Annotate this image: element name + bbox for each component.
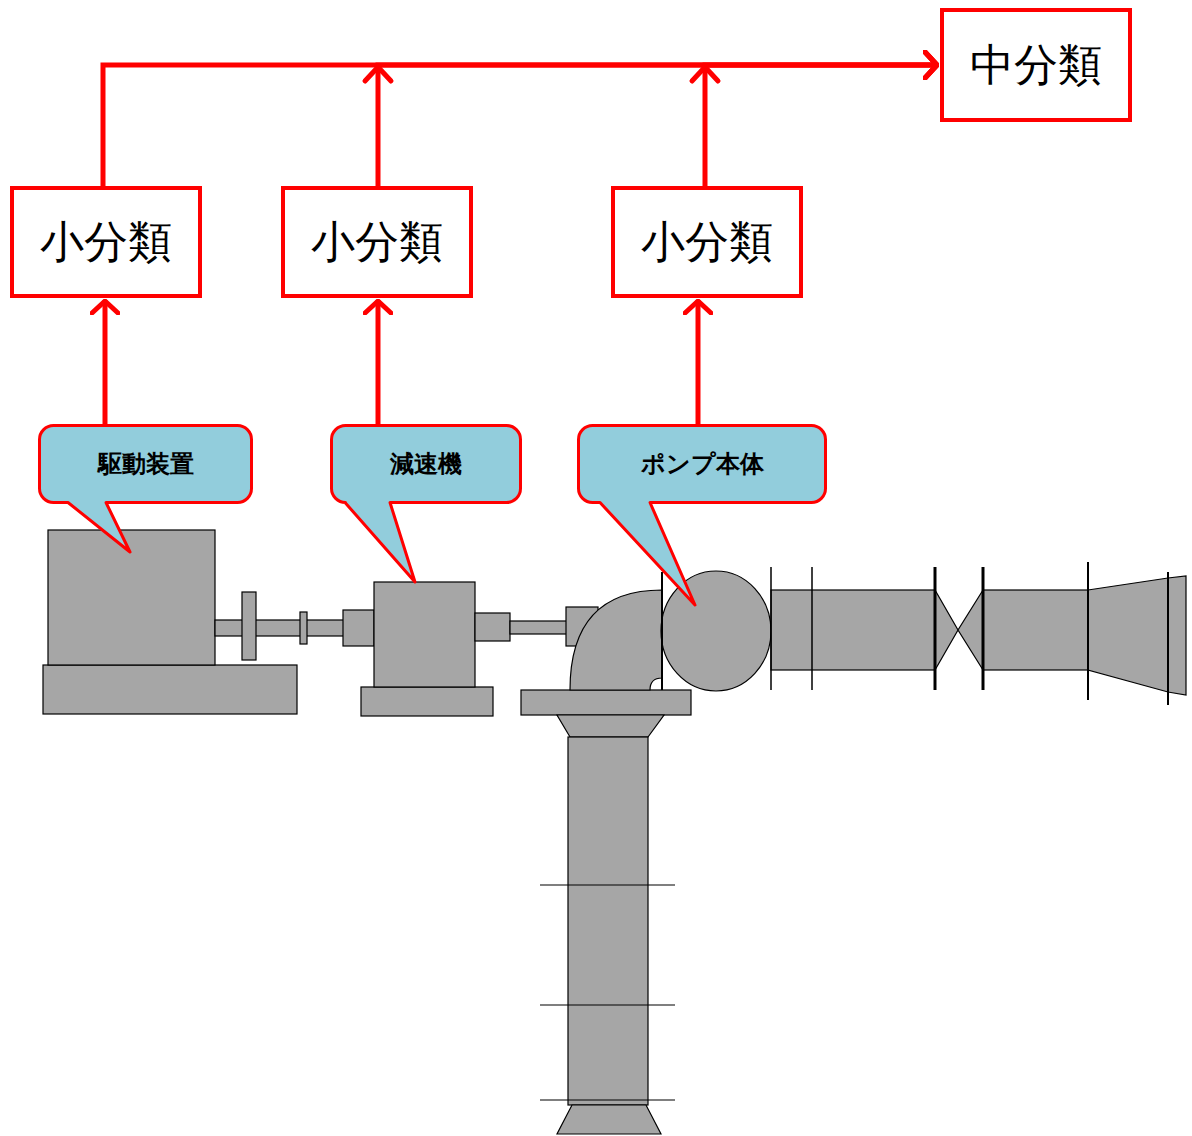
discharge-pipe	[771, 590, 935, 670]
connector-arrow	[705, 65, 938, 186]
coupling-flange	[242, 592, 256, 660]
flange-line	[540, 884, 675, 885]
small-category-box: 小分類	[281, 186, 473, 298]
category-label: 小分類	[311, 217, 443, 268]
connector-arrow	[103, 65, 938, 186]
callout-shape	[40, 426, 252, 553]
shaft	[215, 620, 345, 636]
flange-line	[811, 567, 813, 690]
pump-drawing	[43, 530, 1186, 1134]
small-category-box: 小分類	[611, 186, 803, 298]
part-callout: 駆動装置	[38, 424, 253, 504]
column-taper	[557, 715, 664, 737]
reducer-body	[374, 582, 475, 687]
part-name: ポンプ本体	[641, 450, 764, 479]
shaft	[510, 621, 567, 634]
reducer-input	[343, 610, 374, 646]
connector-arrow	[103, 300, 108, 424]
category-label: 小分類	[641, 217, 773, 268]
motor-base	[43, 665, 297, 714]
part-callout: 減速機	[330, 424, 522, 504]
suction-bell	[557, 1105, 661, 1134]
reducer-base	[361, 687, 493, 716]
flange-line	[661, 572, 663, 690]
coupling-ring	[300, 612, 307, 644]
callout-shape	[579, 426, 826, 606]
part-name: 駆動装置	[98, 450, 194, 479]
flange-line	[540, 1099, 675, 1100]
reducer-output	[475, 613, 510, 641]
motor-body	[48, 530, 215, 665]
valve-half	[935, 590, 958, 670]
callout-shape	[332, 426, 521, 583]
suction-column	[568, 737, 648, 1105]
valve-half	[958, 590, 983, 670]
part-name: 減速機	[390, 450, 462, 479]
pump-elbow	[570, 590, 662, 690]
flange-line	[934, 567, 937, 690]
part-callout: ポンプ本体	[577, 424, 827, 504]
junction-arrowheads	[365, 67, 718, 81]
flange-lines	[540, 562, 1168, 1100]
connector-arrow	[378, 65, 938, 186]
flange-line	[770, 567, 772, 690]
flange-line	[1087, 562, 1089, 700]
discharge-pipe	[983, 590, 1088, 670]
middle-category-box: 中分類	[940, 8, 1132, 122]
small-category-box: 小分類	[10, 186, 202, 298]
pump-base-plate	[521, 690, 691, 715]
connector-arrow	[696, 300, 701, 424]
flange-line	[1167, 572, 1169, 705]
flange-line	[982, 567, 985, 690]
connector-arrow	[376, 300, 381, 424]
pump-casing	[661, 571, 771, 691]
outlet-flare	[1088, 576, 1186, 695]
category-label: 中分類	[970, 40, 1102, 91]
category-label: 小分類	[40, 217, 172, 268]
flange-line	[540, 1004, 675, 1005]
